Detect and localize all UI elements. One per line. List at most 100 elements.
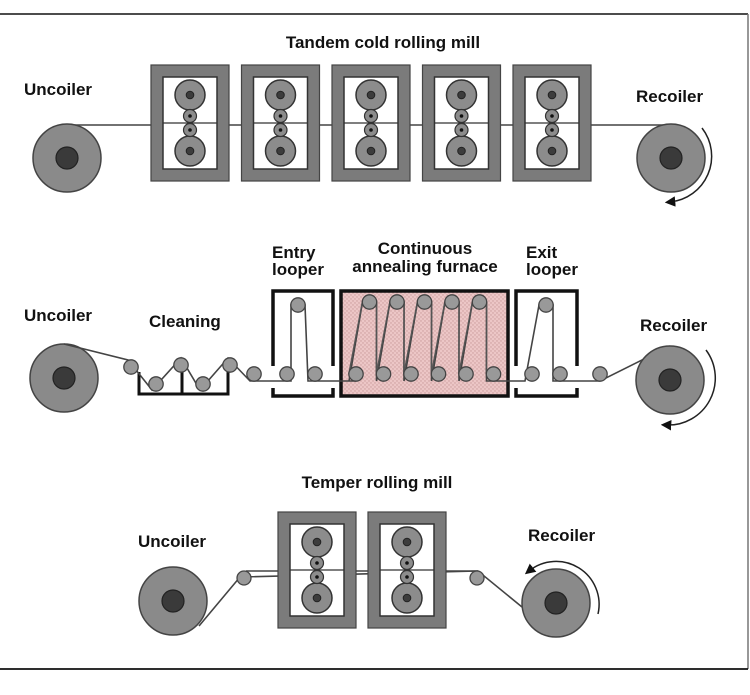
strip-line	[430, 301, 446, 375]
entry-looper-box	[271, 289, 335, 398]
tandem-mill-title: Tandem cold rolling mill	[286, 33, 480, 52]
roll-hub-icon	[278, 114, 283, 118]
cleaning-label: Cleaning	[149, 312, 221, 331]
continuous-annealing-line: Uncoiler Cleaning Entry looper Continuou…	[24, 239, 716, 431]
roll-hub-icon	[188, 114, 192, 118]
guide-roll	[485, 366, 502, 382]
rotation-arrow-icon	[660, 349, 716, 431]
exit-looper-label-2: looper	[526, 260, 578, 279]
guide-roll	[307, 366, 323, 382]
roll-hub-icon	[457, 146, 466, 156]
cleaning-tank	[137, 372, 230, 396]
tandem-recoiler-label: Recoiler	[636, 87, 703, 106]
tandem-cold-rolling-mill: Tandem cold rolling mill Uncoiler Recoil…	[24, 33, 713, 207]
roll-hub-icon	[276, 146, 285, 156]
roll-hub-icon	[276, 90, 285, 100]
guide-roll	[389, 294, 405, 310]
guide-roll	[538, 297, 554, 313]
guide-roll	[148, 376, 164, 392]
guide-roll	[416, 294, 433, 310]
guide-roll	[246, 366, 262, 382]
roll-hub-icon	[315, 561, 319, 565]
roll-hub-icon	[188, 128, 192, 132]
recoiler-coil	[521, 560, 600, 638]
entry-looper-label-1: Entry	[272, 243, 316, 262]
roll-hub-icon	[366, 146, 376, 156]
mill-stands	[277, 511, 447, 629]
temper-uncoiler-label: Uncoiler	[138, 532, 206, 551]
guide-roll	[290, 297, 306, 313]
roll-hub-icon	[402, 593, 412, 603]
uncoiler-coil	[32, 123, 102, 193]
roll-hub-icon	[405, 575, 409, 579]
exit-looper-label-1: Exit	[526, 243, 558, 262]
mill-stand	[150, 64, 230, 182]
exit-looper-box	[514, 289, 579, 398]
guide-roll	[236, 570, 252, 586]
guide-roll	[444, 294, 460, 310]
temper-mill-title: Temper rolling mill	[302, 473, 453, 492]
strip-line	[375, 301, 391, 375]
guide-roll	[430, 366, 447, 382]
roll-hub-icon	[278, 128, 283, 132]
roll-hub-icon	[402, 537, 412, 547]
guide-roll	[173, 357, 189, 373]
roll-hub-icon	[459, 128, 464, 132]
roll-hub-icon	[312, 593, 322, 603]
mill-stand	[240, 64, 321, 182]
rotation-arrow-icon	[524, 560, 600, 615]
roll-hub-icon	[459, 114, 464, 118]
cal-recoiler-label: Recoiler	[640, 316, 707, 335]
cal-uncoiler-label: Uncoiler	[24, 306, 92, 325]
guide-roll	[222, 357, 238, 373]
roll-hub-icon	[547, 146, 557, 156]
roll-hub-icon	[312, 537, 322, 547]
guide-rolls	[123, 294, 608, 392]
guide-roll	[279, 366, 295, 382]
coil-hub-icon	[161, 589, 185, 613]
roll-hub-icon	[550, 128, 554, 132]
entry-looper-label-2: looper	[272, 260, 324, 279]
guide-roll	[524, 366, 540, 382]
guide-roll	[123, 359, 139, 375]
roll-hub-icon	[550, 114, 554, 118]
strip-line	[348, 301, 363, 375]
roll-hub-icon	[366, 90, 376, 100]
roll-hub-icon	[185, 90, 195, 100]
roll-hub-icon	[405, 561, 409, 565]
guide-roll	[458, 366, 474, 382]
guide-roll	[375, 366, 392, 382]
coil-hub-icon	[544, 591, 568, 615]
furnace-label-2: annealing furnace	[352, 257, 497, 276]
mill-stand	[367, 511, 447, 629]
roll-hub-icon	[369, 128, 373, 132]
rotation-arrow-icon	[664, 127, 713, 207]
mill-stand	[277, 511, 357, 629]
roll-hub-icon	[315, 575, 319, 579]
coil-hub-icon	[55, 146, 79, 170]
guide-roll	[361, 294, 378, 310]
guide-roll	[552, 366, 568, 382]
roll-hub-icon	[457, 90, 466, 100]
coil-hub-icon	[659, 146, 683, 170]
roll-hub-icon	[185, 146, 195, 156]
uncoiler-coil	[138, 566, 208, 636]
tandem-uncoiler-label: Uncoiler	[24, 80, 92, 99]
recoiler-coil	[636, 123, 713, 207]
mill-stand	[421, 64, 502, 182]
recoiler-coil	[635, 345, 716, 431]
mill-stands	[150, 64, 592, 182]
coil-hub-icon	[52, 366, 76, 390]
temper-recoiler-label: Recoiler	[528, 526, 595, 545]
guide-roll	[195, 376, 211, 392]
furnace-label-1: Continuous	[378, 239, 472, 258]
mill-stand	[512, 64, 592, 182]
strip-line	[403, 301, 418, 375]
guide-roll	[469, 570, 485, 586]
mill-stand	[331, 64, 411, 182]
guide-roll	[348, 366, 364, 382]
roll-hub-icon	[547, 90, 557, 100]
guide-roll	[592, 366, 608, 382]
guide-roll	[471, 294, 488, 310]
